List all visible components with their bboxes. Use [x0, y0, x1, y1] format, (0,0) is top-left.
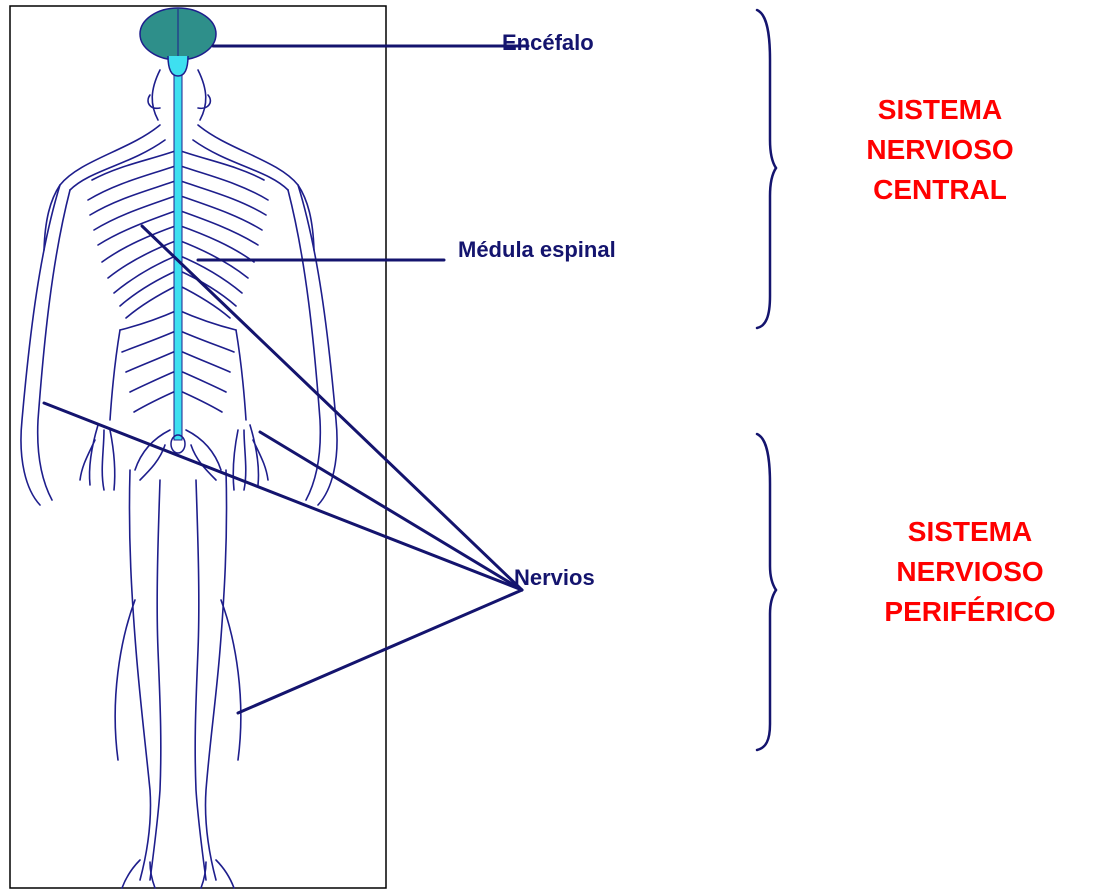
central-title-line3: CENTRAL — [850, 170, 1030, 210]
nervios-pointer-chest — [142, 226, 522, 590]
encefalo-label: Encéfalo — [502, 30, 594, 56]
peripheral-brace — [757, 434, 776, 750]
central-title: SISTEMA NERVIOSO CENTRAL — [850, 90, 1030, 210]
leader-lines — [44, 46, 528, 713]
nervios-pointer-arm — [44, 403, 522, 590]
nervios-pointer-leg — [238, 590, 522, 713]
figure-frame — [10, 6, 386, 888]
central-title-line1: SISTEMA — [850, 90, 1030, 130]
central-brace — [757, 10, 776, 328]
medula-label: Médula espinal — [458, 237, 616, 263]
peripheral-title-line1: SISTEMA — [855, 512, 1085, 552]
peripheral-title: SISTEMA NERVIOSO PERIFÉRICO — [855, 512, 1085, 632]
peripheral-title-line2: NERVIOSO — [855, 552, 1085, 592]
central-title-line2: NERVIOSO — [850, 130, 1030, 170]
nervios-pointer-hand — [260, 432, 522, 590]
spinal-cord — [174, 55, 182, 440]
nervios-label: Nervios — [514, 565, 595, 591]
brainstem — [168, 56, 188, 76]
peripheral-title-line3: PERIFÉRICO — [855, 592, 1085, 632]
